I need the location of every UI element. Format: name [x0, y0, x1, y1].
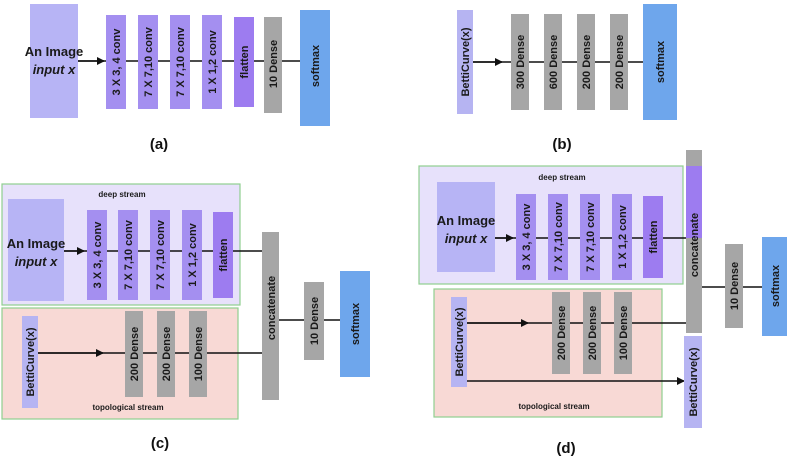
softmax-block-a	[300, 10, 330, 126]
conv-block-3-d	[580, 194, 600, 280]
conv-label-1-d: 3 X 3, 4 conv	[521, 203, 533, 271]
flatten-block-d	[643, 196, 663, 278]
flatten-block-c	[213, 212, 233, 298]
topo-stream-label-c: topological stream	[92, 403, 163, 412]
flatten-label-d: flatten	[648, 220, 660, 253]
conv-block-4-d	[612, 194, 632, 280]
conv-label-1-a: 3 X 3, 4 conv	[111, 28, 123, 96]
softmax-label-c: softmax	[350, 302, 362, 345]
conv-block-2-d	[548, 194, 568, 280]
image-block-d	[437, 182, 495, 272]
dense-block-2-b	[544, 14, 562, 110]
conv-block-3-c	[150, 210, 170, 300]
conv-label-1-c: 3 X 3, 4 conv	[92, 221, 104, 289]
conv-block-2-a	[138, 15, 158, 109]
dense-label-a: 10 Dense	[268, 40, 280, 88]
deep-stream-label-d: deep stream	[538, 173, 585, 182]
conv-label-3-d: 7 X 7,10 conv	[585, 201, 597, 272]
conv-label-4-c: 1 X 1,2 conv	[187, 222, 199, 286]
deep-stream-label-c: deep stream	[98, 190, 145, 199]
dense-label-4-c: 10 Dense	[309, 297, 321, 345]
conv-block-2-c	[118, 210, 138, 300]
dense-block-1-b	[511, 14, 529, 110]
dense-label-2-d: 200 Dense	[587, 306, 599, 360]
dense-block-4-c	[304, 282, 324, 360]
dense-label-4-d: 10 Dense	[729, 262, 741, 310]
flatten-block-a	[234, 17, 254, 107]
image-label-line1-a: An Image	[25, 44, 84, 59]
image-block-c	[8, 199, 64, 301]
dense-block-2-c	[157, 311, 175, 397]
flatten-label-a: flatten	[239, 45, 251, 78]
betti-label-c: BettiCurve(x)	[25, 327, 37, 396]
dense-block-3-d	[614, 292, 632, 374]
dense-label-2-b: 600 Dense	[548, 35, 560, 89]
betti-block-b	[457, 10, 473, 114]
conv-label-3-a: 7 X 7,10 conv	[175, 26, 187, 97]
image-label-line2-c: input x	[15, 254, 58, 269]
concatenate-label-c: concatenate	[266, 276, 278, 340]
conv-block-1-d	[516, 194, 536, 280]
softmax-block-d	[762, 237, 787, 336]
caption-d: (d)	[556, 440, 575, 456]
conv-block-1-c	[87, 210, 107, 300]
image-label-line1-d: An Image	[437, 213, 496, 228]
concatenate-label-d: concatenate	[689, 213, 701, 277]
betti-label-1-d: BettiCurve(x)	[454, 307, 466, 376]
dense-label-3-d: 100 Dense	[618, 306, 630, 360]
image-label-line1-c: An Image	[7, 236, 66, 251]
conv-label-2-c: 7 X 7,10 conv	[123, 219, 135, 290]
topo-stream-label-d: topological stream	[518, 402, 589, 411]
image-block-a	[30, 4, 78, 118]
softmax-label-d: softmax	[770, 264, 782, 307]
caption-b: (b)	[552, 136, 571, 153]
dense-block-3-c	[189, 311, 207, 397]
conv-label-2-a: 7 X 7,10 conv	[143, 26, 155, 97]
softmax-block-b	[643, 4, 677, 120]
conv-block-1-a	[106, 15, 126, 109]
dense-block-1-d	[552, 292, 570, 374]
betti-block-2-d	[684, 336, 702, 428]
concatenate-top-cap-d	[686, 166, 702, 238]
softmax-label-a: softmax	[310, 44, 322, 87]
caption-a: (a)	[150, 136, 168, 153]
caption-c: (c)	[151, 435, 169, 452]
dense-label-1-c: 200 Dense	[129, 327, 141, 381]
dense-label-4-b: 200 Dense	[614, 35, 626, 89]
softmax-label-b: softmax	[655, 40, 667, 83]
dense-label-1-d: 200 Dense	[556, 306, 568, 360]
dense-label-1-b: 300 Dense	[515, 35, 527, 89]
conv-block-4-c	[182, 210, 202, 300]
conv-block-3-a	[170, 15, 190, 109]
conv-label-2-d: 7 X 7,10 conv	[553, 201, 565, 272]
image-label-line2-d: input x	[445, 231, 488, 246]
conv-label-4-a: 1 X 1,2 conv	[207, 29, 219, 93]
betti-block-1-d	[451, 297, 467, 387]
dense-block-a	[264, 17, 282, 113]
dense-block-1-c	[125, 311, 143, 397]
dense-block-4-b	[610, 14, 628, 110]
betti-block-c	[22, 316, 38, 408]
betti-label-2-d: BettiCurve(x)	[688, 347, 700, 416]
conv-block-4-a	[202, 15, 222, 109]
dense-label-3-c: 100 Dense	[193, 327, 205, 381]
betti-label-b: BettiCurve(x)	[460, 27, 472, 96]
image-label-line2-a: input x	[33, 62, 76, 77]
conv-label-3-c: 7 X 7,10 conv	[155, 219, 167, 290]
softmax-block-c	[340, 271, 370, 377]
panel-d: deep stream topological stream An Image …	[418, 150, 787, 456]
dense-label-3-b: 200 Dense	[581, 35, 593, 89]
dense-block-2-d	[583, 292, 601, 374]
dense-block-4-d	[725, 244, 743, 328]
conv-label-4-d: 1 X 1,2 conv	[617, 204, 629, 268]
dense-label-2-c: 200 Dense	[161, 327, 173, 381]
panel-b: BettiCurve(x) 300 Dense 600 Dense 200 De…	[457, 4, 677, 153]
panel-c: deep stream topological stream An Image …	[1, 183, 370, 452]
dense-block-3-b	[577, 14, 595, 110]
concatenate-block-c	[262, 232, 279, 400]
panel-a: An Image input x 3 X 3, 4 conv 7 X 7,10 …	[25, 4, 330, 153]
flatten-label-c: flatten	[218, 238, 230, 271]
